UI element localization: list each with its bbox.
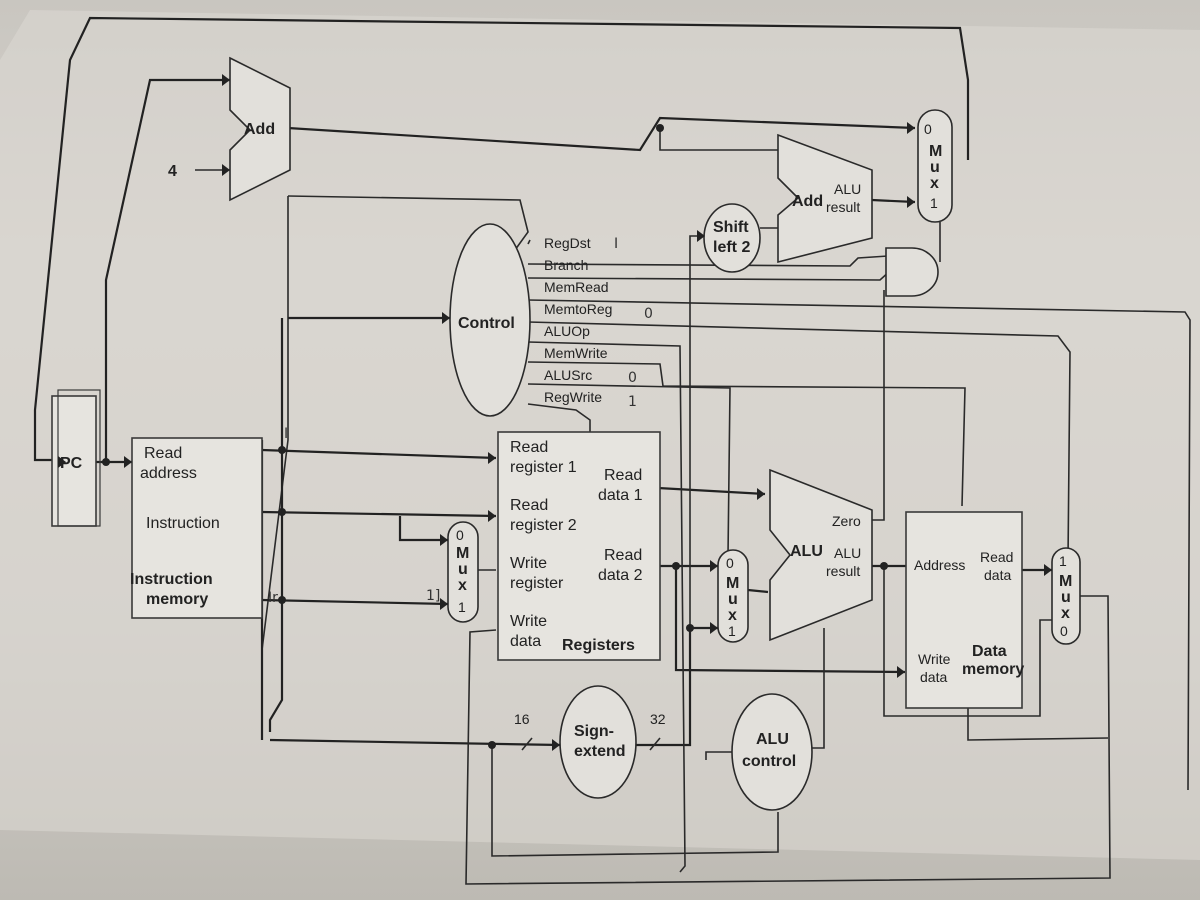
control-signal-labels: RegDst Branch MemRead MemtoReg ALUOp Mem… (544, 235, 653, 410)
sign-extend-label-2: extend (574, 743, 626, 760)
pc-mux-in0: 0 (924, 121, 932, 137)
note-regwrite: 1 (628, 394, 637, 410)
dmem-write-data-2: data (920, 669, 947, 685)
mem-mux-in0: 1 (1059, 553, 1067, 569)
signal-alusrc: ALUSrc (544, 367, 592, 383)
mem-mux-letter-m: M (1059, 573, 1072, 590)
note-memtoreg: 0 (644, 306, 653, 322)
alu-mux-letter-m: M (726, 575, 739, 592)
pc-mux-in1: 1 (930, 195, 938, 211)
signal-regdst: RegDst (544, 235, 591, 251)
alu-src-mux: 0 M u x 1 (717, 549, 749, 643)
pc-adder: Add 4 (168, 56, 291, 202)
alu-label: ALU (790, 543, 823, 560)
control-label: Control (458, 315, 515, 332)
alu-mux-in1: 1 (728, 623, 736, 639)
regs-read-data2-2: data 2 (598, 567, 643, 584)
reg-mux-letter-x: x (458, 577, 467, 594)
shift-label-1: Shift (713, 219, 749, 236)
regs-write-data-1: Write (510, 613, 547, 630)
memtoreg-mux: 1 M u x 0 (1051, 547, 1081, 645)
sign-extend-in-bits: 16 (514, 711, 530, 727)
signal-regwrite: RegWrite (544, 389, 602, 405)
regs-read-reg2-2: register 2 (510, 517, 577, 534)
junction-dots (102, 124, 888, 749)
imem-read-address-1: Read (144, 445, 182, 462)
imem-title-1: Instruction (130, 571, 213, 588)
regs-read-data1-1: Read (604, 467, 642, 484)
regs-write-data-2: data (510, 633, 541, 650)
signal-memread: MemRead (544, 279, 609, 295)
dmem-address: Address (914, 557, 965, 573)
signal-aluop: ALUOp (544, 323, 590, 339)
data-memory: Address Read data Write data Data memory (905, 511, 1024, 709)
pc-adder-label: Add (244, 121, 275, 138)
pc-mux-letter-x: x (930, 175, 939, 192)
register-dst-mux: 0 M u x 1 1] (426, 521, 479, 623)
main-alu: ALU Zero ALU result (769, 468, 873, 642)
regs-read-reg2-1: Read (510, 497, 548, 514)
reg-mux-letter-m: M (456, 545, 469, 562)
mem-mux-letter-x: x (1061, 605, 1070, 622)
dmem-read-data-2: data (984, 567, 1011, 583)
dmem-write-data-1: Write (918, 651, 951, 667)
register-file: Read register 1 Read register 2 Write re… (497, 431, 661, 661)
regs-title: Registers (562, 637, 635, 654)
mem-mux-letter-u: u (1061, 589, 1071, 606)
note-instr-ir: Ir (268, 590, 278, 606)
pc-mux-letter-m: M (929, 143, 942, 160)
signal-branch: Branch (544, 257, 588, 273)
note-mux-1: 1] (426, 588, 440, 604)
pc-label: PC (60, 455, 83, 472)
alu-mux-letter-u: u (728, 591, 738, 608)
pc-mux-letter-u: u (930, 159, 940, 176)
branch-and-gate (885, 247, 939, 297)
signal-memwrite: MemWrite (544, 345, 608, 361)
pc-mux: 0 M u x 1 (917, 109, 953, 223)
arrowheads (58, 74, 1052, 751)
note-alusrc: 0 (628, 370, 637, 386)
alu-mux-in0: 0 (726, 555, 734, 571)
imem-instruction: Instruction (146, 515, 220, 532)
alu-result-2: result (826, 563, 860, 579)
pc-adder-constant: 4 (168, 163, 177, 180)
branch-adder: Add ALU result (777, 133, 873, 264)
imem-title-2: memory (146, 591, 208, 608)
regs-read-reg1-1: Read (510, 439, 548, 456)
dmem-title-1: Data (972, 643, 1007, 660)
alu-control-label-1: ALU (756, 731, 789, 748)
branch-adder-result-2: result (826, 199, 860, 215)
dmem-read-data-1: Read (980, 549, 1013, 565)
branch-adder-label: Add (792, 193, 823, 210)
note-regdst: I (614, 236, 618, 252)
reg-mux-in0: 0 (456, 527, 464, 543)
sign-extend: Sign- extend 16 32 (514, 685, 666, 799)
alu-result-1: ALU (834, 545, 861, 561)
regs-write-reg-1: Write (510, 555, 547, 572)
mem-mux-in1: 0 (1060, 623, 1068, 639)
shift-label-2: left 2 (713, 239, 750, 256)
sign-extend-out-bits: 32 (650, 711, 666, 727)
alu-control: ALU control (731, 693, 813, 811)
note-instr-i1: I (284, 426, 288, 442)
alu-mux-letter-x: x (728, 607, 737, 624)
alu-control-label-2: control (742, 753, 796, 770)
reg-mux-in1: 1 (458, 599, 466, 615)
sign-extend-label-1: Sign- (574, 723, 614, 740)
instruction-memory: Read address Instruction Instruction mem… (130, 426, 288, 619)
signal-memtoreg: MemtoReg (544, 301, 612, 317)
alu-zero: Zero (832, 513, 861, 529)
branch-adder-result-1: ALU (834, 181, 861, 197)
imem-read-address-2: address (140, 465, 197, 482)
dmem-title-2: memory (962, 661, 1024, 678)
reg-mux-letter-u: u (458, 561, 468, 578)
regs-read-reg1-2: register 1 (510, 459, 577, 476)
regs-read-data2-1: Read (604, 547, 642, 564)
regs-read-data1-2: data 1 (598, 487, 643, 504)
wires (33, 16, 1191, 885)
shift-left-2: Shift left 2 (703, 203, 761, 273)
regs-write-reg-2: register (510, 575, 564, 592)
control-unit: Control (449, 223, 531, 417)
